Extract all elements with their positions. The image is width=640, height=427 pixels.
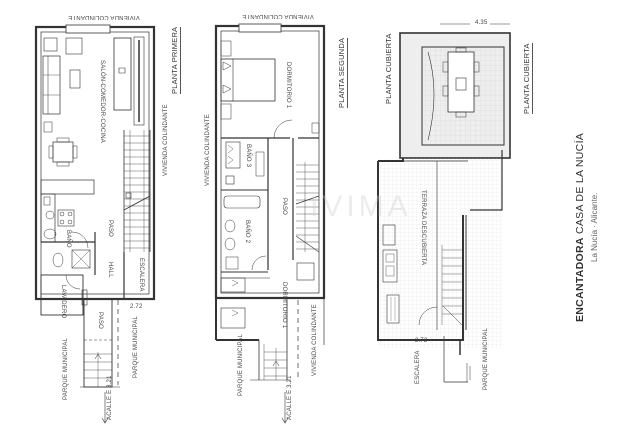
plan-planta-primera xyxy=(34,24,156,424)
side-label-parque-municipal-1b: PARQUE MUNICIPAL xyxy=(133,316,139,378)
plan-planta-segunda xyxy=(214,23,326,424)
side-label-parque-municipal-1a: PARQUE MUNICIPAL xyxy=(63,338,69,400)
plan-planta-cubierta xyxy=(377,23,511,383)
bottom-label-calle-1: ACALLE E 3.21 xyxy=(107,375,113,420)
room-paso: PASO xyxy=(107,220,113,238)
plan-title-cubierta-left: PLANTA CUBIERTA xyxy=(384,33,393,104)
room-paso-2: PASO xyxy=(281,198,287,216)
room-bano-2: BAÑO 2 xyxy=(244,220,250,244)
top-label-vivienda-colindante-2: VIVIENDA COLINDANTE xyxy=(242,13,314,19)
watermark: IVIMA xyxy=(310,190,412,223)
room-escalera: ESCALERA xyxy=(138,258,144,292)
room-escalera-cubierta: ESCALERA xyxy=(415,350,421,384)
room-dormitorio-1-bottom: DORMITORIO 1 xyxy=(281,282,287,329)
side-label-vivienda-colindante-2b: VIVIENDA COLINDANTE xyxy=(312,304,318,376)
room-paso-entrance: PASO xyxy=(97,312,103,330)
property-title-bold: ENCANTADORA xyxy=(574,237,586,322)
room-salon-comedor-cocina: SALÓN-COMEDOR-COCINA xyxy=(99,60,105,144)
side-label-vivienda-colindante-2a: VIVIENDA COLINDANTE xyxy=(205,114,211,186)
room-lavadero: LAVADERO xyxy=(60,285,66,319)
dimension-label-1: 2.72 xyxy=(130,304,143,310)
property-title-rest: CASA DE LA NUCÍA xyxy=(574,132,586,234)
room-bano: BAÑO xyxy=(65,230,71,248)
property-title: ENCANTADORA CASA DE LA NUCÍA xyxy=(574,133,586,322)
side-label-vivienda-colindante-1: VIVIENDA COLINDANTE xyxy=(163,104,169,176)
room-bano-3: BAÑO 3 xyxy=(245,144,251,168)
plan-title-cubierta-right: PLANTA CUBIERTA xyxy=(522,43,533,114)
room-hall: HALL xyxy=(107,262,113,278)
plan-title-segunda: PLANTA SEGUNDA xyxy=(337,37,348,108)
side-label-parque-municipal-3: PARQUE MUNICIPAL xyxy=(483,328,489,390)
dimension-label-bottom: 2.72 xyxy=(415,338,428,344)
room-dormitorio-1-top: DORMITORIO 1 xyxy=(285,62,291,109)
plan-title-primera: PLANTA PRIMERA xyxy=(170,26,181,94)
side-label-parque-municipal-2: PARQUE MUNICIPAL xyxy=(238,334,244,396)
dimension-label-top: 4.35 xyxy=(475,20,488,26)
property-location: La Nucía · Alicante. xyxy=(590,192,599,262)
bottom-label-calle-2: ACALLE E 3.21 xyxy=(287,375,293,420)
top-label-vivienda-colindante-1: VIVIENDA COLINDANTE xyxy=(68,14,140,20)
room-terraza-descubierta: TERRAZA DESCUBIERTA xyxy=(420,190,426,266)
